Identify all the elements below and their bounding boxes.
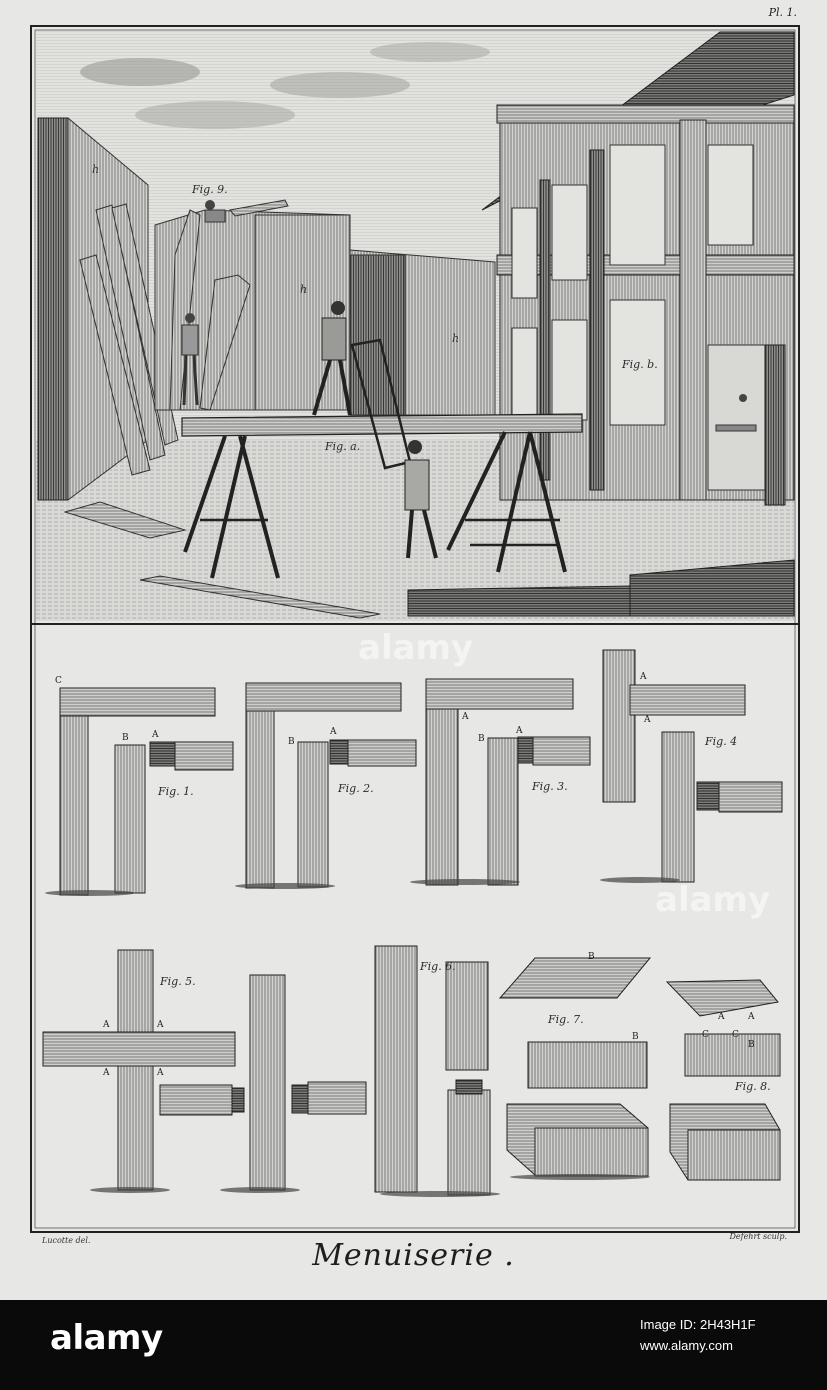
- plate-title: Menuiserie .: [312, 1238, 515, 1273]
- letter-b: B: [588, 952, 595, 962]
- letter-a: A: [644, 715, 651, 725]
- fig-8-label: Fig. 8.: [735, 1080, 771, 1093]
- fig-4-label: Fig. 4: [705, 735, 738, 748]
- fig-9-label: Fig. 9.: [192, 183, 228, 196]
- fig-8-joint: [665, 979, 781, 1181]
- fig-2-joint: [245, 682, 417, 889]
- fig-7-label: Fig. 7.: [548, 1013, 584, 1026]
- engraving-illustration: [30, 25, 800, 1233]
- stock-footer-bar: [0, 1300, 827, 1390]
- letter-a: A: [330, 727, 337, 737]
- letter-a: A: [462, 712, 469, 722]
- letter-b: B: [478, 734, 485, 744]
- fig-6-label: Fig. 6.: [420, 960, 456, 973]
- fig-5-joint: [42, 949, 367, 1191]
- letter-a: A: [640, 672, 647, 682]
- letter-a: A: [516, 726, 523, 736]
- alamy-logo: alamy: [50, 1318, 163, 1358]
- letter-c: C: [702, 1030, 709, 1040]
- fig-b-label: Fig. b.: [622, 358, 658, 371]
- letter-c: C: [55, 676, 62, 686]
- stock-url-text: www.alamy.com: [640, 1338, 733, 1353]
- image-id-text: Image ID: 2H43H1F: [640, 1317, 756, 1332]
- letter-a: A: [103, 1068, 110, 1078]
- letter-a: A: [157, 1068, 164, 1078]
- letter-a: A: [748, 1012, 755, 1022]
- workshop-scene: [36, 31, 795, 621]
- letter-b: B: [632, 1032, 639, 1042]
- fig-3-label: Fig. 3.: [532, 780, 568, 793]
- plate-number: Pl. 1.: [768, 6, 797, 19]
- credit-draughtsman: Lucotte del.: [42, 1236, 91, 1245]
- fig-6-joint: [374, 945, 491, 1196]
- fig-a-label: Fig. a.: [325, 440, 361, 453]
- letter-a: A: [103, 1020, 110, 1030]
- watermark-logo: alamy: [655, 880, 771, 920]
- fig-4-joint: [602, 649, 783, 883]
- letter-b: B: [122, 733, 129, 743]
- fig-5-label: Fig. 5.: [160, 975, 196, 988]
- credit-engraver: Defehrt sculp.: [729, 1232, 787, 1241]
- letter-c: C: [732, 1030, 739, 1040]
- h-label-left: h: [92, 163, 100, 176]
- engraving-plate: Pl. 1. Fig. a. Fig. b. Fig. 9. h h h Fig…: [0, 0, 827, 1300]
- h-label-center: h: [300, 283, 308, 296]
- fig-3-joint: [425, 678, 591, 886]
- letter-b: B: [748, 1040, 755, 1050]
- h-label-right: h: [452, 332, 460, 345]
- letter-a: A: [718, 1012, 725, 1022]
- fig-7-joint: [498, 957, 652, 1177]
- fig-1-joint: [59, 687, 234, 896]
- fig-1-label: Fig. 1.: [158, 785, 194, 798]
- watermark-logo: alamy: [358, 628, 474, 668]
- letter-b: B: [288, 737, 295, 747]
- letter-a: A: [157, 1020, 164, 1030]
- letter-a: A: [152, 730, 159, 740]
- fig-2-label: Fig. 2.: [338, 782, 374, 795]
- joint-diagrams: [42, 649, 783, 1197]
